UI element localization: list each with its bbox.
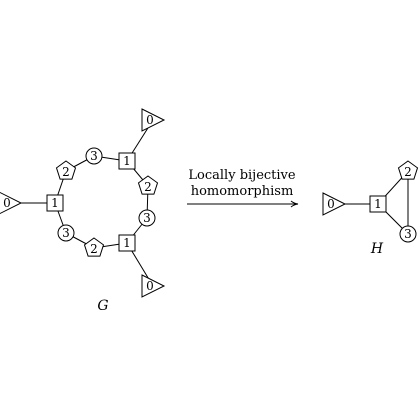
triangle-node-shape (141, 274, 166, 298)
circle-node: 3 (85, 147, 103, 165)
node-label: 2 (404, 165, 412, 179)
triangle-node-shape (0, 191, 23, 215)
node-label: 0 (146, 113, 154, 127)
node-label: 2 (144, 180, 152, 194)
edges-layer (10, 119, 409, 287)
pentagon-node-shape (397, 160, 419, 180)
square-node-shape (118, 234, 136, 252)
arrow-caption-line1: Locally bijective (188, 168, 295, 183)
node-label: 1 (51, 196, 59, 210)
square-node-shape (46, 194, 64, 212)
node-label: 1 (123, 236, 131, 250)
triangle-node-shape (141, 108, 166, 132)
square-node-shape (369, 195, 387, 213)
square-node: 1 (118, 152, 136, 170)
node-label: 2 (90, 242, 98, 256)
node-label: 0 (146, 279, 154, 293)
arrow-caption-line2: homomorphism (191, 184, 294, 199)
node-label: 3 (62, 226, 70, 240)
node-label: 1 (374, 197, 382, 211)
pentagon-node: 2 (55, 160, 77, 180)
triangle-node-shape (322, 192, 347, 216)
circle-node-shape (399, 225, 417, 243)
pentagon-node-shape (55, 160, 77, 180)
node-label: 0 (327, 197, 335, 211)
square-node: 1 (46, 194, 64, 212)
circle-node-shape (138, 209, 156, 227)
node-label: 3 (90, 149, 98, 163)
node-label: 3 (143, 211, 151, 225)
pentagon-node: 2 (137, 175, 159, 195)
homomorphism-arrow-head (290, 200, 299, 208)
graph-h-name: H (370, 241, 384, 257)
square-node-shape (118, 152, 136, 170)
node-label: 3 (404, 227, 412, 241)
node-label: 2 (62, 165, 70, 179)
pentagon-node: 2 (83, 237, 105, 257)
triangle-node: 0 (141, 274, 166, 298)
circle-node: 3 (399, 225, 417, 243)
circle-node: 3 (57, 224, 75, 242)
pentagon-node-shape (137, 175, 159, 195)
pentagon-node: 2 (397, 160, 419, 180)
square-node: 1 (369, 195, 387, 213)
triangle-node: 0 (0, 191, 23, 215)
triangle-node: 0 (322, 192, 347, 216)
circle-node-shape (57, 224, 75, 242)
triangle-node: 0 (141, 108, 166, 132)
circle-node: 3 (138, 209, 156, 227)
graph-g-name: G (97, 298, 108, 314)
node-label: 1 (123, 154, 131, 168)
pentagon-node-shape (83, 237, 105, 257)
square-node: 1 (118, 234, 136, 252)
node-label: 0 (3, 196, 11, 210)
circle-node-shape (85, 147, 103, 165)
